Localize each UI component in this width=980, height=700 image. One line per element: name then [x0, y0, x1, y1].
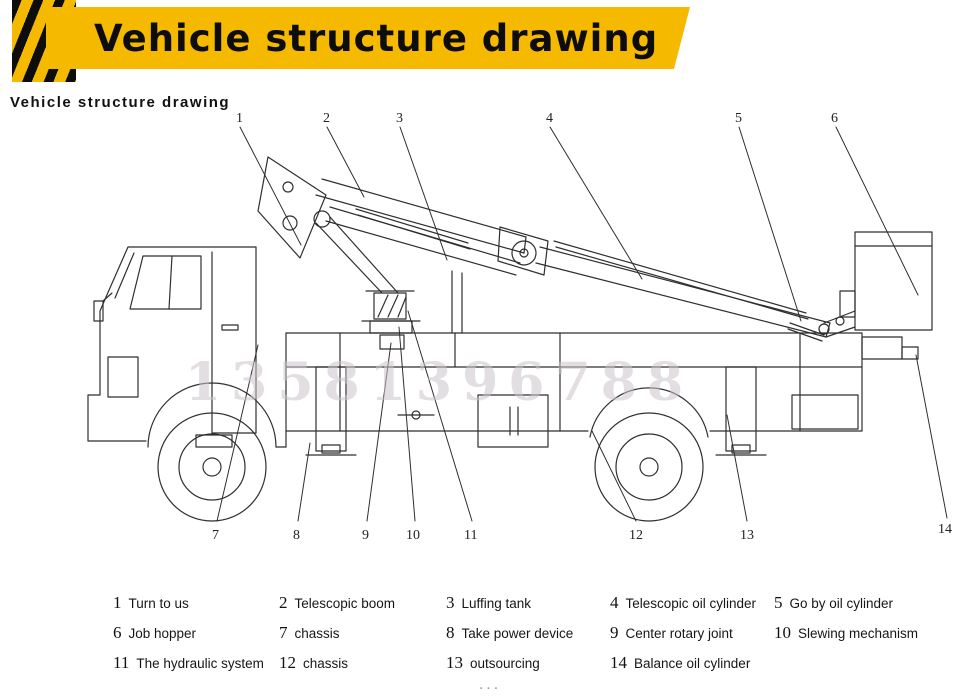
legend-number: 1: [113, 593, 122, 612]
callout-leader-lines: [216, 126, 948, 522]
footer-ellipsis: ...: [478, 676, 502, 693]
legend-number: 6: [113, 623, 122, 642]
legend-row: 11 The hydraulic system 12 chassis 13 ou…: [0, 648, 980, 678]
callout-2: 2: [323, 111, 330, 126]
legend-label: chassis: [294, 626, 340, 641]
legend-row: 1 Turn to us 2 Telescopic boom 3 Luffing…: [0, 588, 980, 618]
legend-label: Job hopper: [128, 626, 197, 641]
legend-number: 14: [610, 653, 627, 672]
chassis-frame: [285, 332, 919, 456]
legend-number: 3: [446, 593, 455, 612]
legend-number: 10: [774, 623, 791, 642]
truck-cab: [87, 246, 287, 448]
legend-item: 10 Slewing mechanism: [774, 623, 980, 643]
legend-label: chassis: [303, 656, 349, 671]
banner: Vehicle structure drawing: [46, 7, 690, 69]
callout-3: 3: [396, 111, 403, 126]
slewing-turret: [361, 290, 421, 350]
legend-item: 7 chassis: [279, 623, 446, 643]
front-wheel: [157, 412, 267, 522]
callout-labels: 1 2 3 4 5 6 7 8 9 10 11 12 13 14: [212, 111, 952, 543]
job-hopper: [787, 231, 933, 342]
legend-label: outsourcing: [470, 656, 540, 671]
legend-number: 12: [279, 653, 296, 672]
legend-label: Balance oil cylinder: [634, 656, 751, 671]
legend-number: 2: [279, 593, 288, 612]
legend: 1 Turn to us 2 Telescopic boom 3 Luffing…: [0, 588, 980, 678]
legend-number: 13: [446, 653, 463, 672]
legend-item: 5 Go by oil cylinder: [774, 593, 980, 613]
legend-number: 7: [279, 623, 288, 642]
legend-item: 8 Take power device: [446, 623, 610, 643]
vehicle-structure-svg: 1 2 3 4 5 6 7 8 9 10 11 12 13 14: [87, 111, 952, 543]
legend-number: 11: [113, 653, 130, 672]
legend-row: 6 Job hopper 7 chassis 8 Take power devi…: [0, 618, 980, 648]
legend-item: 2 Telescopic boom: [279, 593, 446, 613]
legend-number: 4: [610, 593, 619, 612]
legend-item: 3 Luffing tank: [446, 593, 610, 613]
rear-wheel: [594, 412, 704, 522]
legend-label: Take power device: [461, 626, 574, 641]
callout-7: 7: [212, 528, 219, 543]
callout-1: 1: [236, 111, 243, 126]
legend-label: Telescopic oil cylinder: [625, 596, 757, 611]
callout-11: 11: [464, 528, 477, 543]
callout-14: 14: [938, 522, 952, 537]
telescopic-boom: [257, 156, 831, 338]
callout-5: 5: [735, 111, 742, 126]
legend-label: Telescopic boom: [294, 596, 396, 611]
legend-label: Turn to us: [128, 596, 189, 611]
legend-label: The hydraulic system: [136, 656, 264, 671]
callout-6: 6: [831, 111, 838, 126]
legend-number: 5: [774, 593, 783, 612]
legend-label: Go by oil cylinder: [789, 596, 894, 611]
legend-item: 1 Turn to us: [113, 593, 279, 613]
page-title: Vehicle structure drawing: [10, 94, 231, 111]
legend-item: 9 Center rotary joint: [610, 623, 774, 643]
legend-number: 8: [446, 623, 455, 642]
legend-label: Luffing tank: [461, 596, 532, 611]
legend-item: 4 Telescopic oil cylinder: [610, 593, 774, 613]
banner-title: Vehicle structure drawing: [94, 16, 659, 60]
legend-item: 13 outsourcing: [446, 653, 610, 673]
legend-item: 14 Balance oil cylinder: [610, 653, 774, 673]
callout-10: 10: [406, 528, 420, 543]
callout-9: 9: [362, 528, 369, 543]
legend-item: 11 The hydraulic system: [113, 653, 279, 673]
legend-label: Slewing mechanism: [798, 626, 919, 641]
legend-label: Center rotary joint: [625, 626, 733, 641]
legend-item: 6 Job hopper: [113, 623, 279, 643]
callout-13: 13: [740, 528, 754, 543]
vehicle-drawing: 1 2 3 4 5 6 7 8 9 10 11 12 13 14: [0, 95, 980, 575]
legend-number: 9: [610, 623, 619, 642]
callout-12: 12: [629, 528, 643, 543]
callout-8: 8: [293, 528, 300, 543]
legend-item: 12 chassis: [279, 653, 446, 673]
callout-4: 4: [546, 111, 553, 126]
